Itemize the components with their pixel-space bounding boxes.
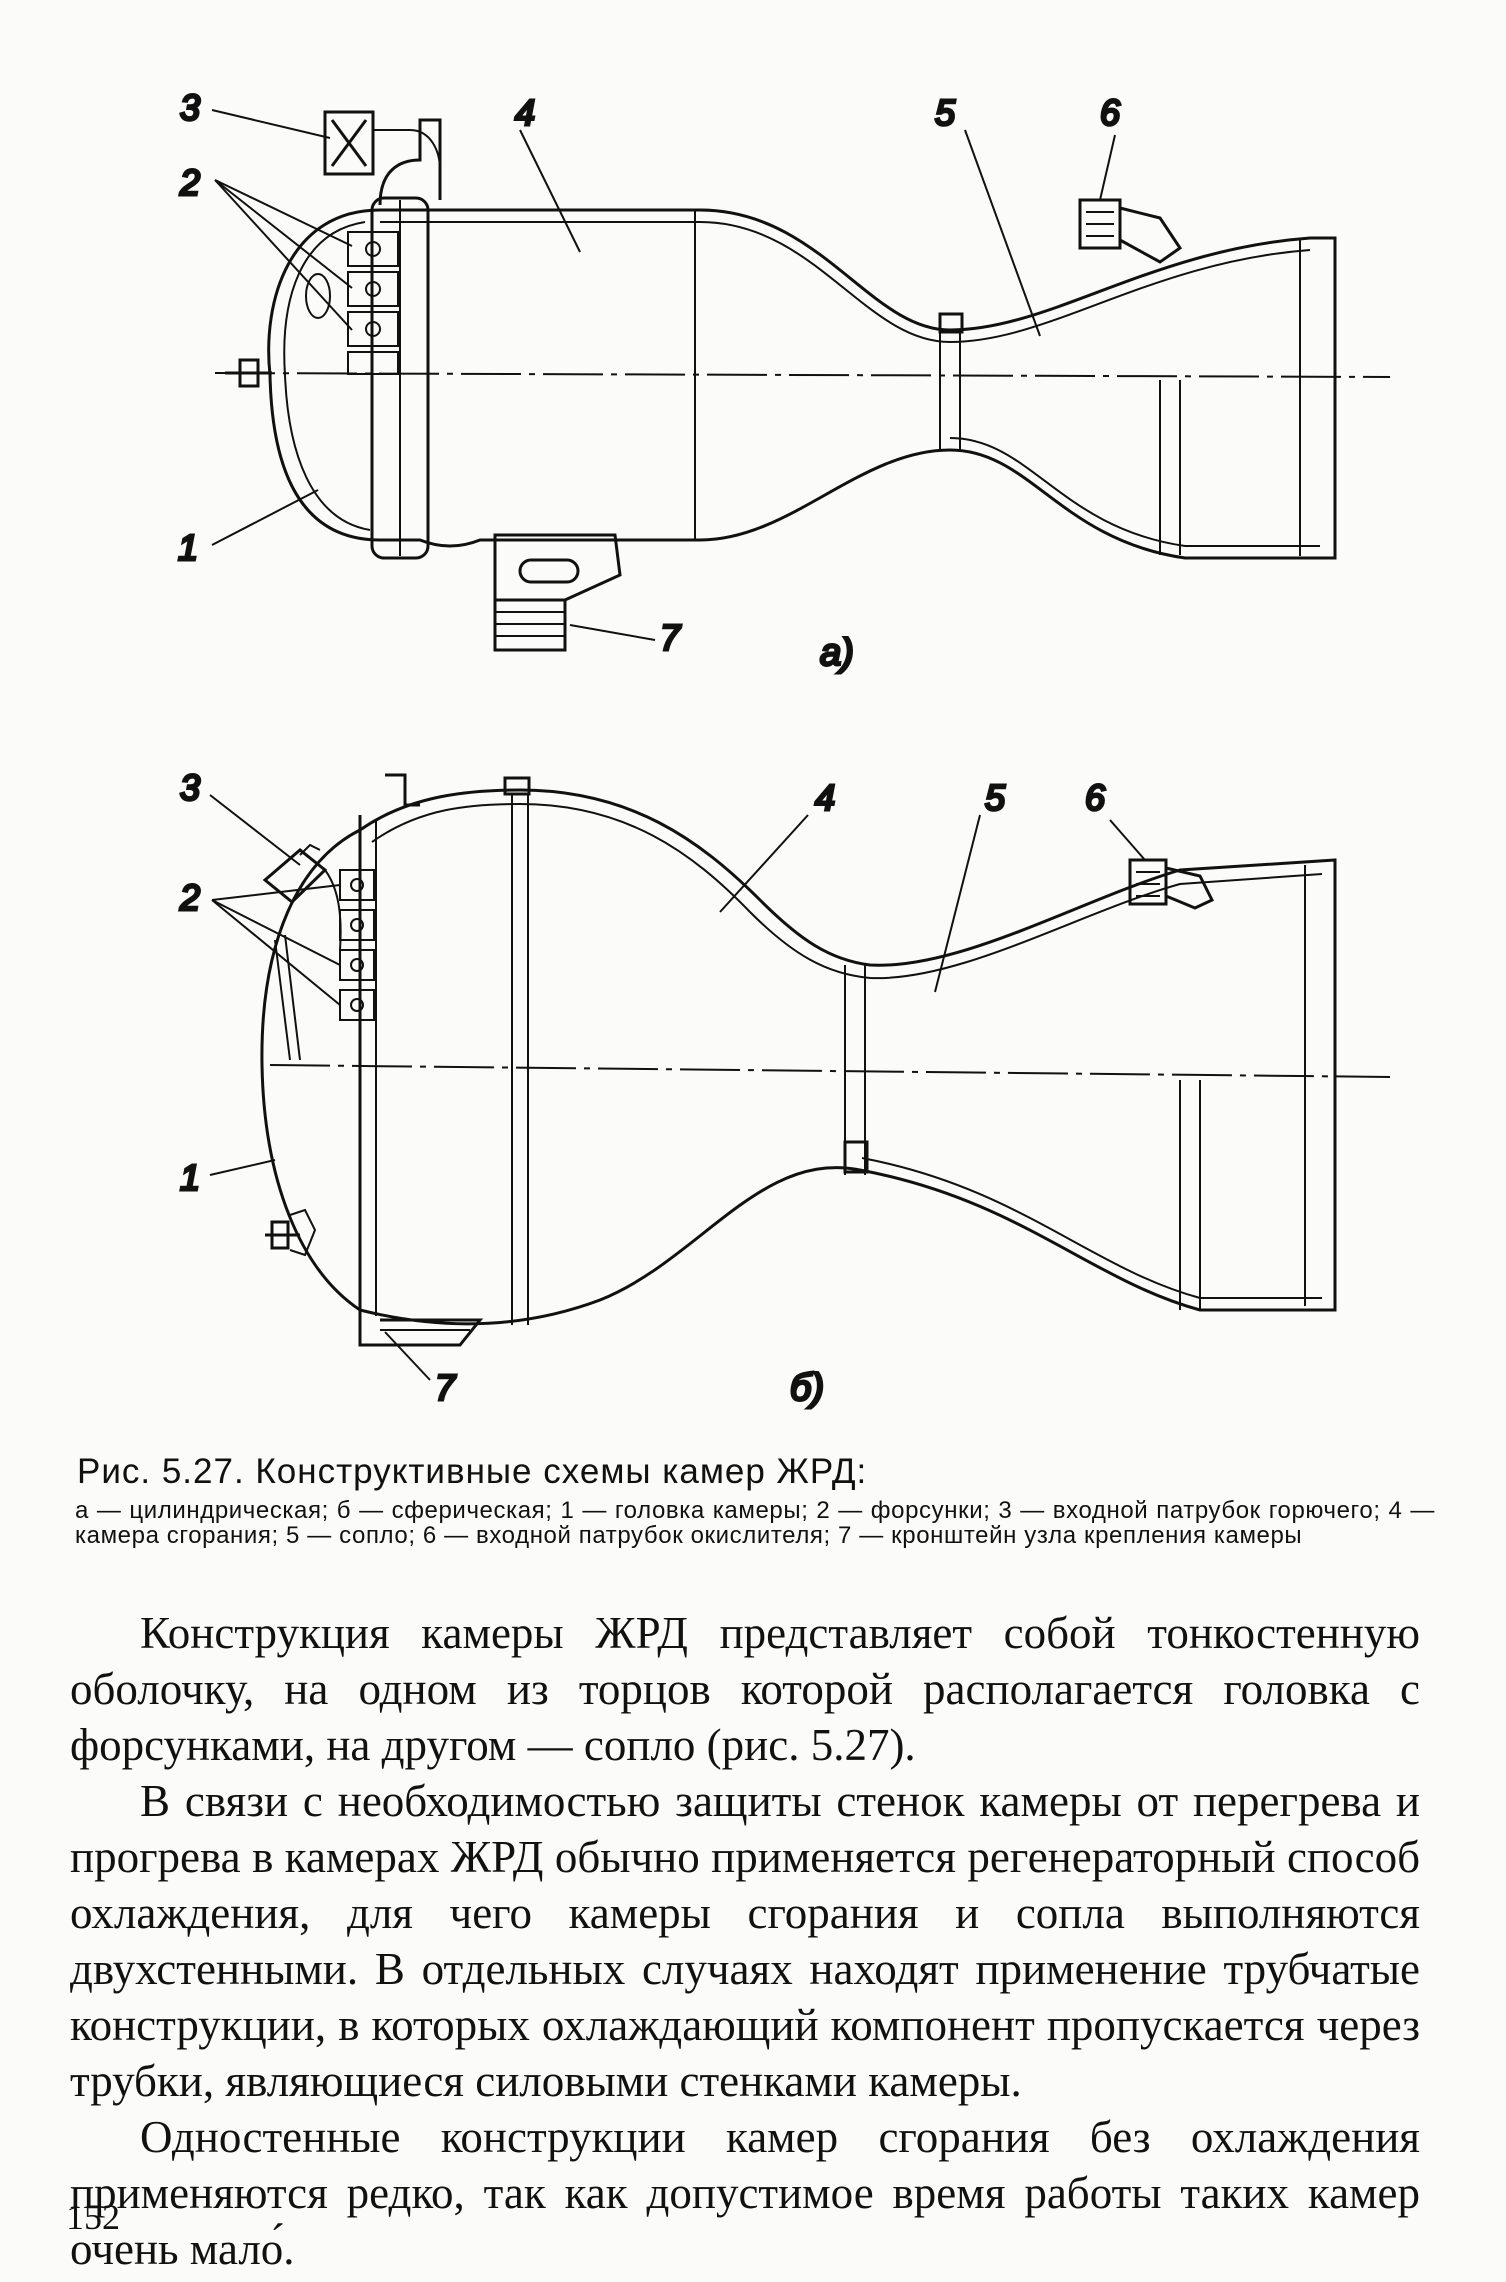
drawing-spherical-chamber: 3 2 4 5 6 1 7 б): [178, 766, 1391, 1411]
callout-b-7: 7: [435, 1367, 457, 1408]
callout-b-1: 1: [180, 1157, 200, 1198]
body-text: Конструкция камеры ЖРД представляет собо…: [70, 1605, 1420, 2277]
paragraph-1: Конструкция камеры ЖРД представляет собо…: [70, 1608, 1420, 1770]
callout-a-2: 2: [179, 162, 200, 203]
callout-a-6: 6: [1100, 92, 1121, 133]
callout-a-3: 3: [180, 87, 200, 128]
page-number: 152: [66, 2197, 120, 2237]
figure-caption: Рис. 5.27. Конструктивные схемы камер ЖР…: [75, 1452, 1435, 1548]
caption-title: Рис. 5.27. Конструктивные схемы камер ЖР…: [77, 1452, 868, 1491]
callout-b-5: 5: [985, 777, 1006, 818]
paragraph-3: Одностенные конструкции камер сгорания б…: [70, 2112, 1420, 2274]
figure-b-spherical-chamber: 3 2 4 5 6 1 7 б): [0, 720, 1506, 1440]
callout-b-2: 2: [179, 877, 200, 918]
callout-b-6: 6: [1085, 777, 1106, 818]
callout-a-4: 4: [515, 92, 535, 133]
callout-a-7: 7: [660, 617, 682, 658]
sublabel-a: а): [820, 632, 854, 674]
callout-a-1: 1: [178, 527, 198, 568]
paragraph-2: В связи с необходимостью защиты стенок к…: [70, 1776, 1420, 2106]
callout-b-3: 3: [180, 767, 200, 808]
figure-a-cylindrical-chamber: 3 2 4 5 6 1 7 а): [0, 0, 1506, 700]
drawing-cylindrical-chamber: 3 2 4 5 6 1 7 а): [177, 86, 1391, 676]
callout-b-4: 4: [815, 777, 835, 818]
caption-legend: а — цилиндрическая; б — сферическая; 1 —…: [75, 1497, 1435, 1549]
sublabel-b: б): [790, 1367, 824, 1409]
callout-a-5: 5: [935, 92, 956, 133]
